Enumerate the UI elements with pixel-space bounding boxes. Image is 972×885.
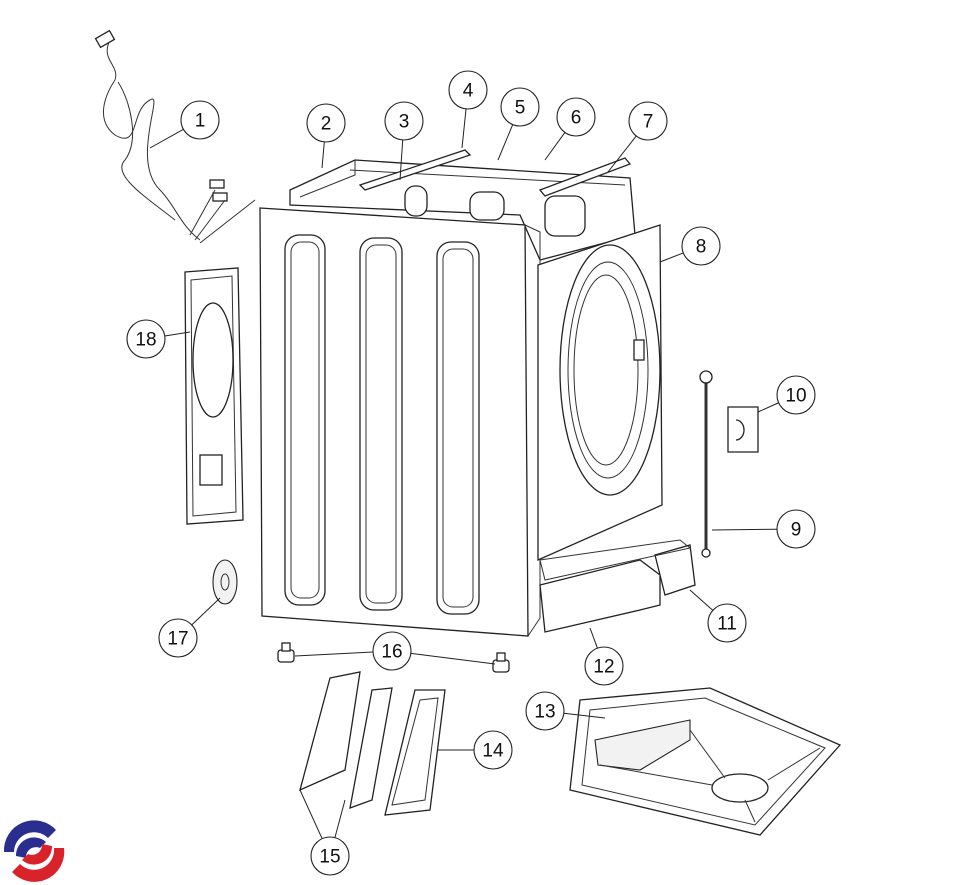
leader-line [399,139,404,181]
callout-circle [158,618,198,658]
callout-number: 16 [381,642,402,663]
callout-5: 5 [497,87,540,161]
callout-number: 6 [571,108,582,129]
callout-number: 5 [515,98,526,119]
callout-circle [525,691,565,731]
leader-line [689,589,714,611]
bracket-part [727,406,759,453]
callout-circle [584,646,624,686]
callout-circle [306,103,346,143]
power-cord-part [94,29,256,244]
leader-line [334,799,346,838]
leader-line [607,135,637,173]
callout-number: 4 [463,81,474,102]
callout-number: 12 [593,657,614,678]
callout-number: 15 [319,847,340,868]
callout-number: 7 [643,112,654,133]
leader-line [544,132,566,161]
callout-circle [180,100,220,140]
callout-4: 4 [448,70,488,149]
top-frame-part [289,149,636,261]
callout-number: 8 [696,237,707,258]
callout-number: 18 [135,330,156,351]
callout-8: 8 [659,226,721,266]
callout-number: 1 [195,111,206,132]
callout-circle [500,87,540,127]
callout-circle [707,603,747,643]
callout-number: 14 [482,741,504,762]
feet-part [277,642,510,673]
callout-10: 10 [757,375,816,415]
callout-6: 6 [544,97,596,161]
leader-line [461,108,467,149]
leader-line [497,124,514,161]
control-boards-part [299,671,446,816]
callout-number: 17 [167,629,188,650]
washer-part [212,559,238,605]
callout-13: 13 [525,691,606,731]
callout-16: 16 [294,631,496,671]
back-panel-part [184,267,244,525]
leader-line [149,128,184,149]
callout-circle [776,509,816,549]
callout-number: 10 [785,386,806,407]
callout-15: 15 [299,789,350,876]
callout-number: 9 [791,520,802,541]
callout-number: 11 [717,614,737,635]
callout-9: 9 [711,509,816,549]
callout-1: 1 [149,100,220,149]
callout-11: 11 [689,589,747,643]
callout-12: 12 [584,627,624,686]
callout-18: 18 [126,319,191,359]
leader-line [410,652,496,665]
callout-number: 3 [399,112,410,133]
callout-circle [681,226,721,266]
callout-circle [628,101,668,141]
kickplate-part [539,539,696,633]
leader-line [191,597,221,626]
callout-circle [448,70,488,110]
leader-line [659,252,684,263]
callout-circle [556,97,596,137]
callout-circle [473,730,513,770]
side-panel [259,207,541,637]
callout-circle [310,836,350,876]
callout-14: 14 [438,730,513,770]
callout-number: 2 [321,114,332,135]
hose-part [699,370,713,558]
callout-circle [126,319,166,359]
leader-line [294,651,374,657]
brand-logo [3,820,65,882]
callout-17: 17 [158,597,221,658]
base-frame-part [569,687,842,836]
front-panel-part [537,224,663,561]
leader-line [299,789,323,839]
callout-circle [384,101,424,141]
leader-line [321,141,325,169]
callout-3: 3 [384,101,424,181]
callout-number: 13 [534,702,555,723]
leader-line [563,712,606,719]
callout-circle [372,631,412,671]
leader-line [711,528,778,531]
leader-line [757,402,779,413]
callout-circle [776,375,816,415]
callout-7: 7 [607,101,668,173]
leader-line [589,627,598,649]
leader-line [164,331,191,337]
callout-2: 2 [306,103,346,169]
